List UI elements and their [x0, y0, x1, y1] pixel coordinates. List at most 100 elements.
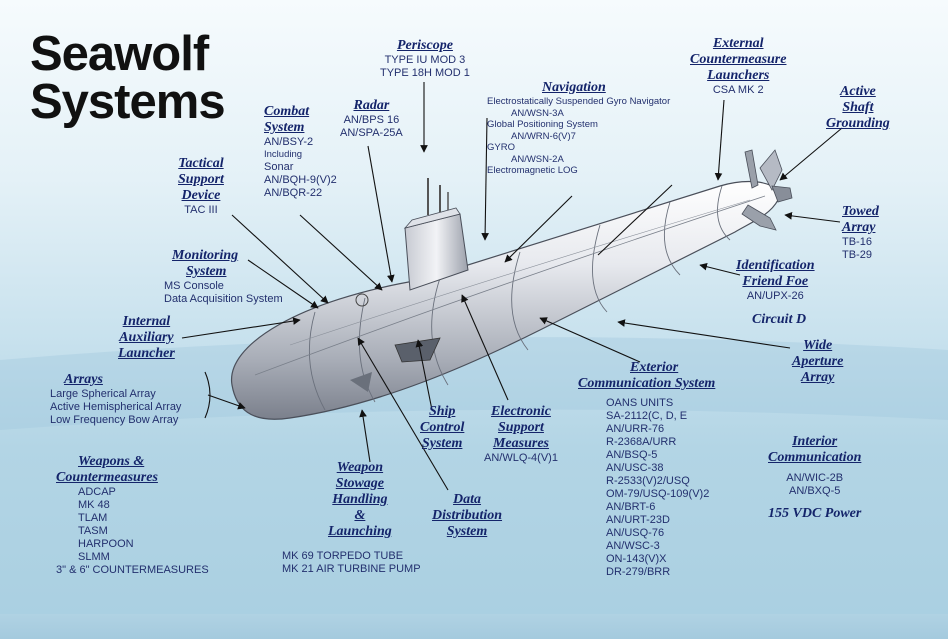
hull-shape [231, 149, 793, 420]
interior-comm-item: AN/WIC-2B [786, 472, 844, 484]
weapon-stowage-items: MK 69 TORPEDO TUBE MK 21 AIR TURBINE PUM… [282, 550, 421, 576]
towed-heading: Towed [842, 204, 879, 219]
navigation-item: GYRO [487, 142, 515, 153]
monitoring-heading: System [186, 264, 227, 279]
circuit-d-label: Circuit D [752, 312, 807, 327]
arrays-item: Active Hemispherical Array [50, 401, 182, 413]
navigation-callout: Navigation Electrostatically Suspended G… [487, 80, 670, 177]
navigation-item: AN/WSN-2A [511, 153, 564, 165]
weapons-item: ADCAP [78, 486, 116, 498]
exterior-comm-item: R-2368A/URR [606, 436, 677, 448]
data-dist-heading: Distribution [432, 508, 503, 523]
iff-callout: Identification Friend Foe AN/UPX-26 [736, 258, 815, 303]
internal-aux-heading: Launcher [118, 346, 175, 361]
wide-aperture-heading: Array [800, 370, 835, 385]
navigation-heading: Navigation [542, 80, 606, 95]
ship-control-callout: Ship Control System [420, 404, 464, 452]
weapon-stowage-heading: Handling [332, 492, 388, 507]
ecm-heading: Countermeasure [690, 52, 787, 67]
exterior-comm-item: AN/URR-76 [606, 423, 665, 435]
exterior-comm-item: AN/BRT-6 [606, 501, 656, 513]
navigation-item: AN/WSN-3A [511, 107, 564, 119]
tactical-item: TAC III [184, 204, 218, 216]
combat-item: Sonar [264, 160, 294, 173]
data-dist-heading: System [446, 524, 488, 539]
exterior-comm-item: R-2533(V)2/USQ [606, 475, 690, 487]
ship-control-heading: System [421, 436, 463, 451]
power-label: 155 VDC Power [768, 506, 862, 521]
tactical-support-callout: Tactical Support Device TAC III [178, 156, 224, 217]
monitoring-item: Data Acquisition System [164, 293, 283, 305]
internal-aux-heading: Internal [122, 314, 171, 329]
tactical-heading: Support [178, 172, 224, 187]
exterior-comm-item: ON-143(V)X [606, 553, 667, 565]
tactical-heading: Tactical [178, 156, 224, 171]
tactical-heading: Device [181, 188, 221, 203]
combat-heading: System [264, 120, 305, 135]
combat-item: AN/BQH-9(V)2 [264, 173, 337, 186]
interior-comm-heading: Interior [792, 434, 838, 449]
combat-item: AN/BQR-22 [264, 186, 323, 199]
navigation-item: AN/WRN-6(V)7 [511, 130, 576, 142]
ecm-heading: Launchers [707, 68, 770, 83]
exterior-comm-item: AN/URT-23D [606, 514, 670, 526]
towed-item: TB-29 [842, 249, 872, 261]
arrays-item: Large Spherical Array [50, 388, 156, 400]
esm-callout: Electronic Support Measures AN/WLQ-4(V)1 [484, 404, 558, 465]
leader-lines [181, 82, 843, 491]
weapons-callout: Weapons & Countermeasures ADCAP MK 48 TL… [56, 454, 209, 577]
towed-heading: Array [842, 220, 876, 235]
combat-item: Including [264, 149, 303, 160]
combat-item: AN/BSY-2 [264, 136, 314, 148]
combat-heading: Combat [264, 104, 310, 119]
navigation-item: Electrostatically Suspended Gyro Navigat… [487, 96, 671, 107]
weapons-item: SLMM [78, 551, 110, 563]
wide-aperture-callout: Wide Aperture Array [792, 338, 843, 386]
monitoring-callout: Monitoring System MS Console Data Acquis… [164, 248, 283, 306]
weapons-item: MK 48 [78, 499, 110, 511]
arrays-item: Low Frequency Bow Array [50, 414, 179, 426]
ship-control-heading: Ship [428, 404, 456, 419]
active-shaft-callout: Active Shaft Grounding [826, 84, 890, 132]
weapon-stowage-item: MK 69 TORPEDO TUBE [282, 550, 404, 562]
weapons-heading: Countermeasures [56, 470, 158, 485]
interior-comm-item: AN/BXQ-5 [789, 485, 841, 497]
navigation-item: Global Positioning System [487, 119, 598, 130]
periscope-callout: Periscope TYPE IU MOD 3 TYPE 18H MOD 1 [380, 38, 470, 80]
periscope-item: TYPE IU MOD 3 [384, 54, 466, 66]
internal-aux-callout: Internal Auxiliary Launcher [118, 314, 175, 362]
esm-item: AN/WLQ-4(V)1 [484, 452, 558, 464]
exterior-comm-item: AN/USQ-76 [606, 527, 665, 539]
monitoring-item: MS Console [164, 280, 224, 292]
exterior-comm-callout: Exterior Communication System OANS UNITS… [578, 360, 715, 579]
weapons-item: TLAM [78, 512, 108, 524]
exterior-comm-item: AN/USC-38 [606, 462, 664, 474]
periscope-heading: Periscope [396, 38, 453, 53]
bottom-strip [0, 614, 948, 639]
weapons-item: HARPOON [78, 538, 134, 550]
combat-system-callout: Combat System AN/BSY-2 Including Sonar A… [264, 104, 337, 200]
periscope-item: TYPE 18H MOD 1 [380, 67, 470, 79]
weapon-stowage-callout: Weapon Stowage Handling & Launching [328, 460, 392, 540]
radar-callout: Radar AN/BPS 16 AN/SPA-25A [340, 98, 403, 140]
exterior-comm-heading: Exterior [630, 360, 679, 375]
exterior-comm-item: DR-279/BRR [606, 566, 671, 578]
exterior-comm-item: OM-79/USQ-109(V)2 [606, 488, 710, 500]
weapons-heading: Weapons & [78, 454, 145, 469]
ship-control-heading: Control [420, 420, 465, 435]
exterior-comm-item: SA-2112(C, D, E [606, 410, 688, 422]
interior-comm-heading: Communication [768, 450, 862, 465]
arrays-heading: Arrays [64, 372, 103, 387]
esm-heading: Measures [492, 436, 549, 451]
arrays-callout: Arrays Large Spherical Array Active Hemi… [50, 372, 181, 427]
exterior-comm-item: AN/BSQ-5 [606, 449, 658, 461]
wide-aperture-heading: Wide [803, 338, 833, 353]
monitoring-heading: Monitoring [172, 248, 239, 263]
weapon-stowage-heading: Weapon [336, 460, 384, 475]
wide-aperture-heading: Aperture [792, 354, 844, 369]
data-distribution-callout: Data Distribution System [432, 492, 502, 540]
exterior-comm-item: AN/WSC-3 [606, 540, 660, 552]
esm-heading: Support [498, 420, 544, 435]
data-dist-heading: Data [453, 492, 482, 507]
